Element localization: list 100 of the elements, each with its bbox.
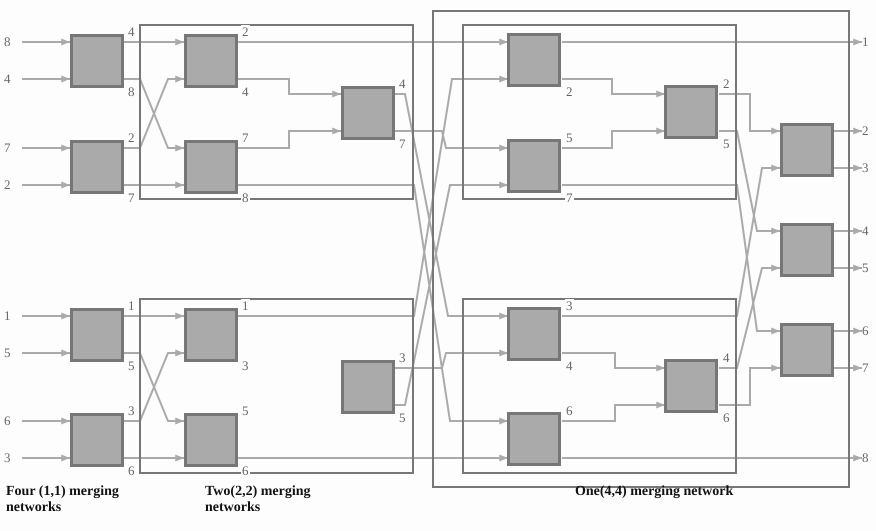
caption-text: One(4,4) merging network [575,484,734,500]
caption-text: Four (1,1) merging networks [6,484,120,516]
comparator-box [780,122,834,176]
comparator-box [70,140,124,194]
wire-value: 2 [241,25,250,39]
wire-arrow [834,364,862,372]
wire-arrow [238,38,508,46]
comparator-box [184,140,238,194]
wire-value: 3 [127,404,136,418]
wire-value: 5 [127,359,136,373]
wire-arrow [22,418,70,424]
wire-arrow [22,350,70,356]
wire-arrow [395,182,508,406]
wire-arrow [719,264,780,369]
wire-arrow [562,454,862,462]
wire-arrow [834,264,862,272]
merging-network-frame [462,298,736,474]
input-value: 6 [4,413,22,429]
output-value: 6 [862,323,875,339]
wire-arrow [719,364,780,406]
comparator-box [184,412,238,466]
wire-value: 5 [398,411,406,425]
wire-value: 4 [398,77,406,91]
comparator-box [664,359,718,413]
wire-value: 4 [241,85,250,99]
comparator-box [507,307,561,361]
wire-value: 5 [565,131,574,145]
wire-arrow [834,228,862,234]
output-value: 1 [862,34,875,50]
wire-value: 5 [722,137,730,151]
wire-arrow [395,93,508,320]
wire-value: 2 [127,131,136,145]
wire-arrow [395,350,508,369]
wire-value: 2 [565,85,574,99]
wire-arrow [834,328,862,334]
output-value: 2 [862,123,875,139]
comparator-box [664,85,718,139]
wire-arrow [124,38,184,46]
wire-arrow [562,78,665,98]
wire-value: 6 [565,404,574,418]
wire-value: 3 [565,299,574,313]
wire-arrow [22,38,70,46]
caption-text: Two(2,2) merging networks [205,484,312,516]
wire-value: 3 [241,359,250,373]
wire-value: 8 [241,191,250,205]
input-value: 5 [4,345,22,361]
wire-arrow [395,130,508,152]
output-value: 4 [862,223,875,239]
wire-arrow [238,76,508,317]
output-value: 5 [862,260,875,276]
wire-arrow [562,184,780,334]
wire-arrow [22,182,70,188]
wire-value: 7 [565,191,574,205]
wire-arrow [719,130,780,234]
comparator-box [780,222,834,276]
wire-value: 3 [398,351,406,365]
output-value: 7 [862,360,875,376]
comparator-box [70,308,124,362]
comparator-box [340,86,394,140]
comparator-box [70,413,124,467]
input-value: 3 [4,450,22,466]
wire-arrow [238,454,508,462]
input-value: 7 [4,140,22,156]
input-value: 4 [4,71,22,87]
output-value: 3 [862,160,875,176]
input-value: 8 [4,34,22,50]
comparator-box [70,34,124,88]
wire-value: 6 [127,464,136,478]
wire-arrow [124,312,184,320]
wire-value: 2 [722,77,730,91]
wire-arrow [22,76,70,82]
wire-value: 4 [722,351,730,365]
input-value: 2 [4,177,22,193]
comparator-box [340,360,394,414]
merging-network-frame [139,298,414,474]
wire-arrow [22,454,70,462]
output-value: 8 [862,450,875,466]
wire-arrow [124,454,184,462]
wire-value: 4 [565,359,574,373]
wire-value: 1 [127,299,136,313]
wire-value: 6 [241,464,250,478]
wire-arrow [562,402,665,422]
wire-arrow [719,93,780,134]
comparator-box [507,139,561,193]
wire-value: 7 [241,131,250,145]
comparator-box [780,322,834,376]
wire-value: 8 [127,85,136,99]
wire-arrow [562,164,780,317]
comparator-box [507,33,561,87]
wire-value: 7 [127,191,136,205]
wire-arrow [124,182,184,188]
wire-value: 1 [241,299,250,313]
wire-arrow [562,128,665,149]
wire-value: 7 [398,137,406,151]
wire-arrow [562,38,862,46]
wire-arrow [22,312,70,320]
wire-arrow [238,78,341,98]
wire-arrow [238,184,508,424]
wire-value: 4 [127,25,136,39]
comparator-box [184,34,238,88]
